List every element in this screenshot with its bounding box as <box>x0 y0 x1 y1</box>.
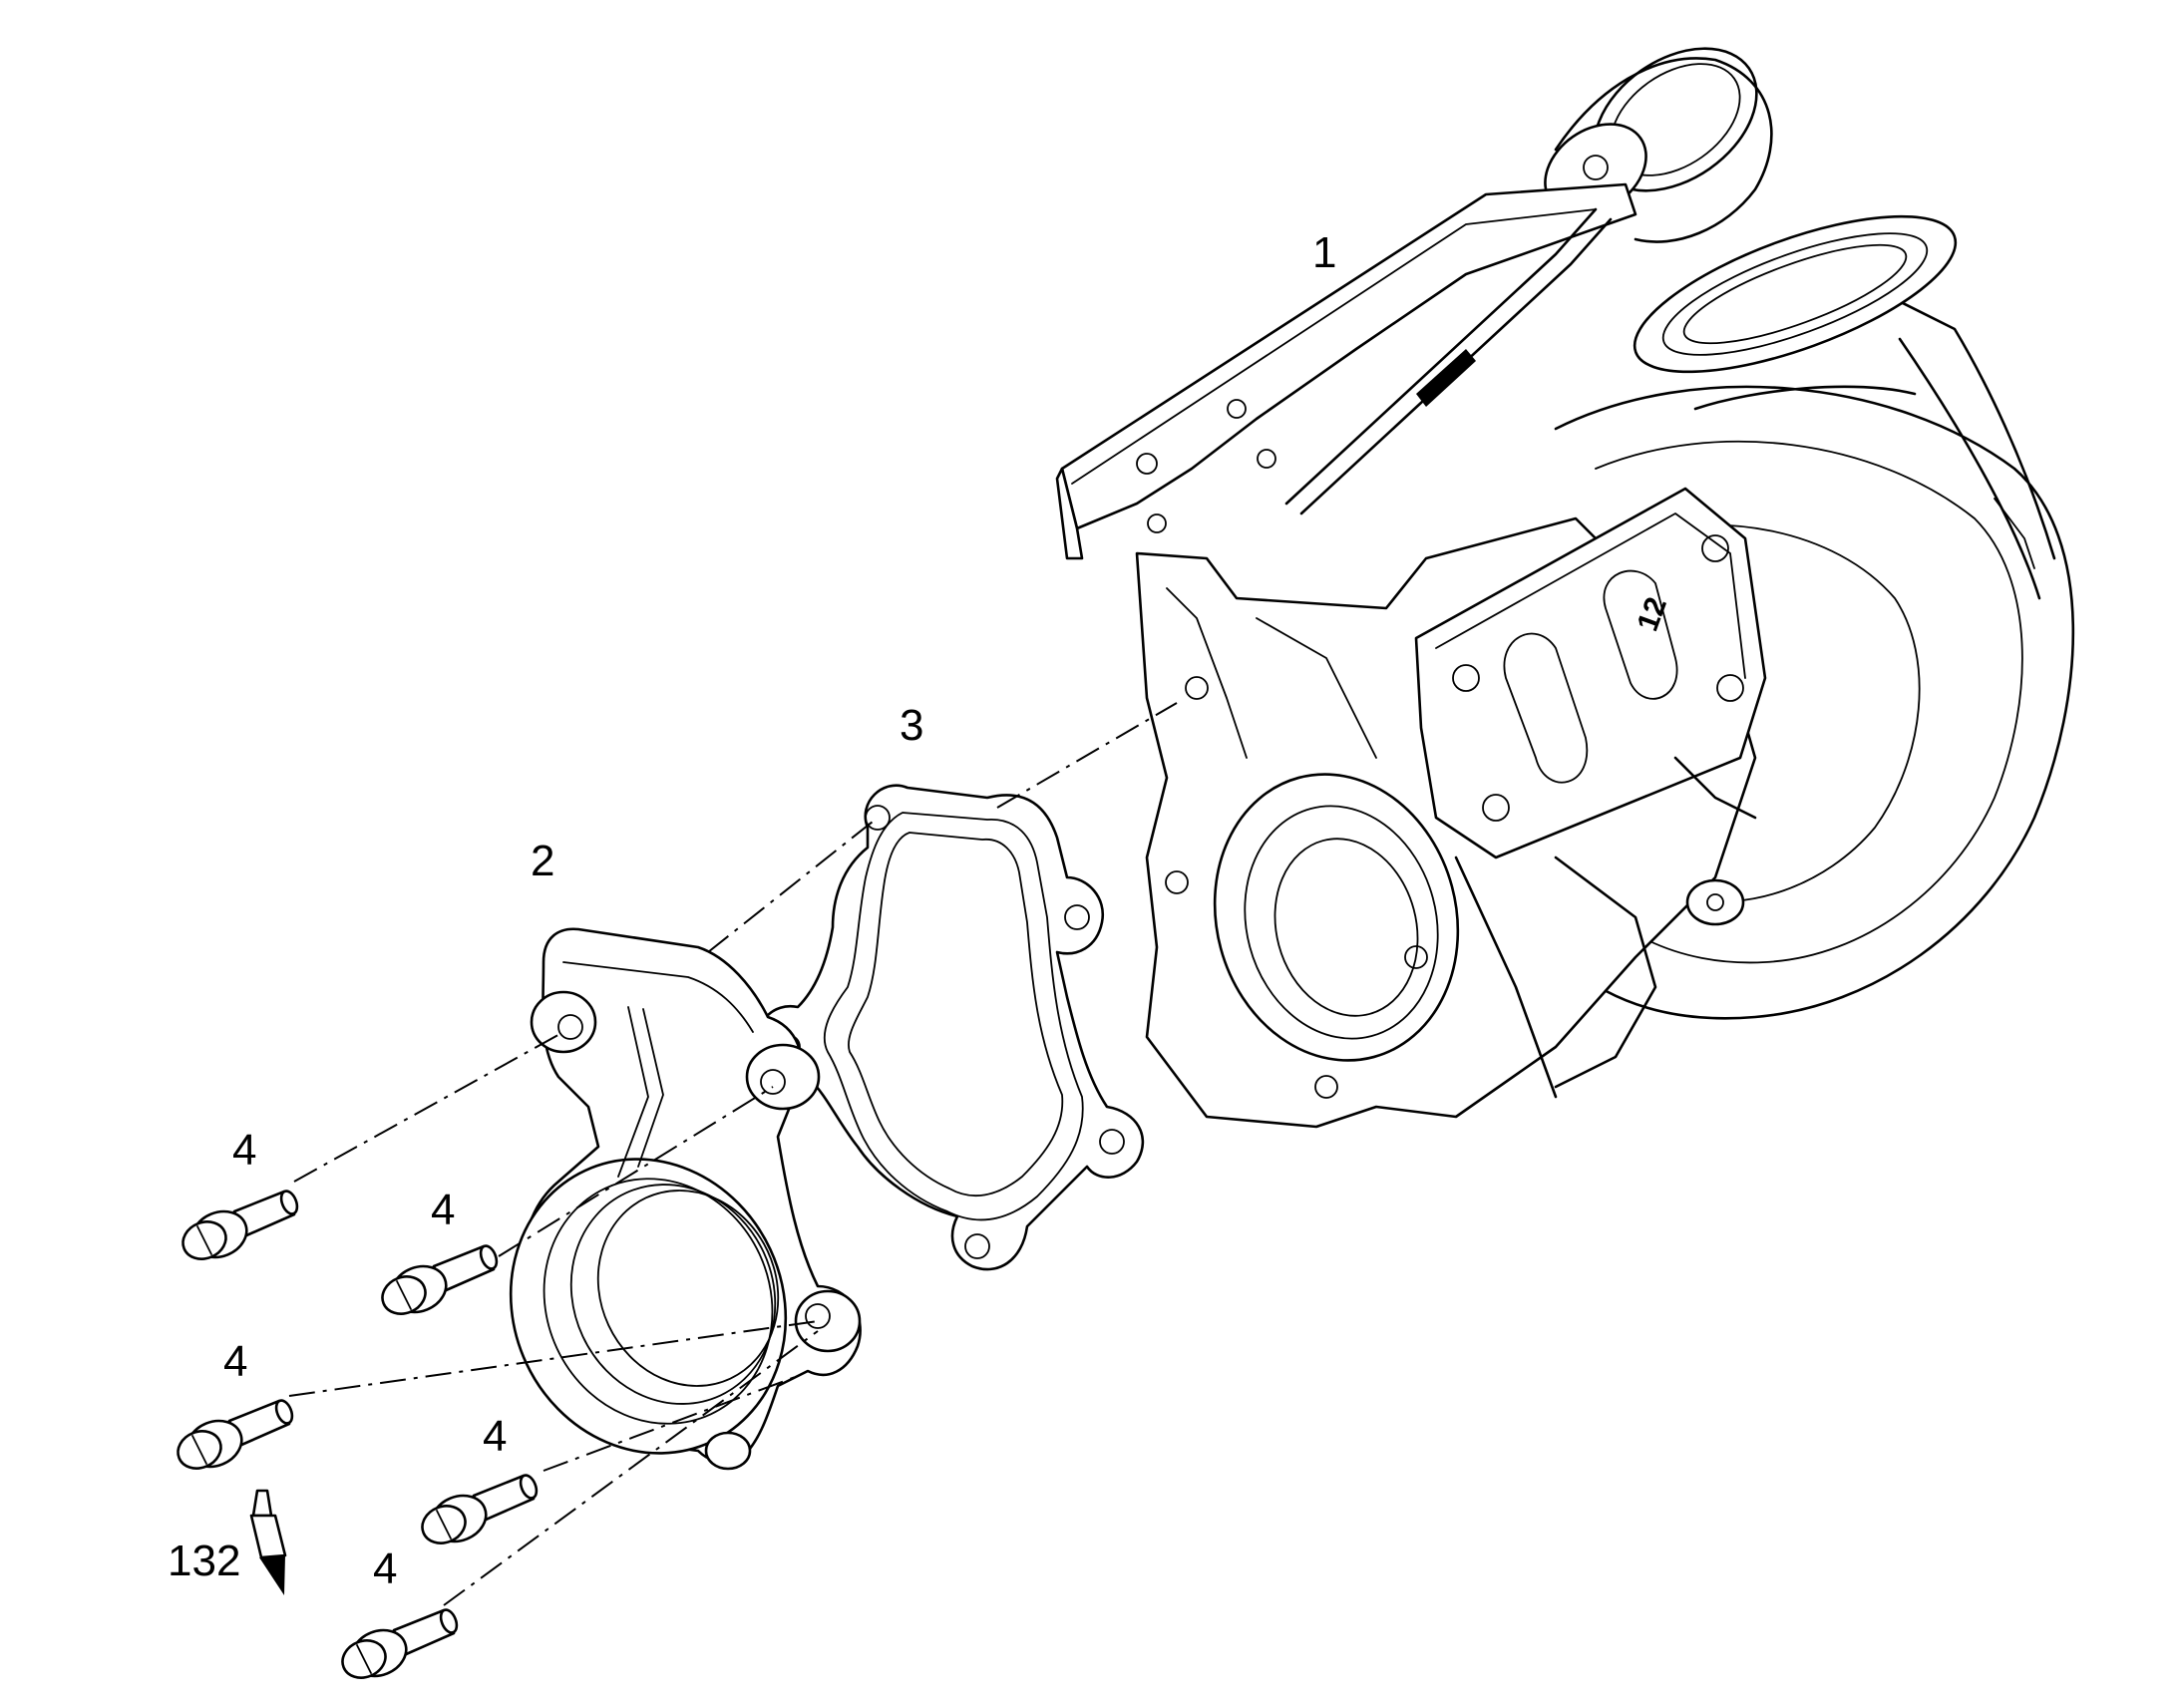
callout-bolt-c: 4 <box>223 1337 247 1386</box>
bolt-2 <box>381 1244 499 1315</box>
callout-bolt-a: 4 <box>232 1126 256 1175</box>
bolt-1 <box>182 1190 299 1260</box>
callout-gasket: 3 <box>900 701 923 750</box>
leader-lines <box>288 702 1178 1606</box>
bolt-3 <box>177 1399 294 1470</box>
callout-bolt-d: 4 <box>483 1412 507 1461</box>
gasket <box>755 784 1145 1271</box>
bolt-5 <box>341 1608 459 1679</box>
callout-outlet-elbow: 2 <box>531 837 554 885</box>
bolt-4 <box>421 1474 539 1544</box>
callout-bolt-e: 4 <box>373 1544 397 1593</box>
outlet-elbow <box>509 927 862 1471</box>
turbocharger-assembly: 12 <box>1055 47 2075 1129</box>
callout-sealant: 132 <box>168 1537 240 1585</box>
callout-bolt-b: 4 <box>431 1186 455 1234</box>
sealant-tube-icon <box>249 1489 287 1595</box>
callout-turbocharger: 1 <box>1312 228 1336 277</box>
